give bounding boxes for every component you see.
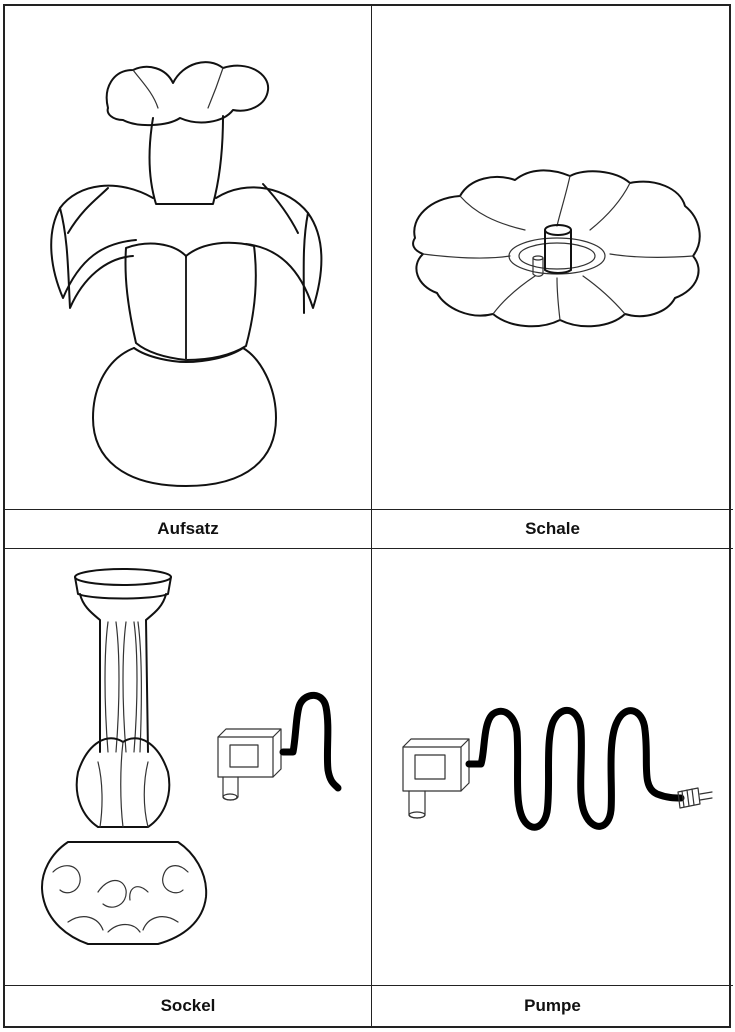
aufsatz-image-cell [5,6,372,510]
bowl-icon [375,8,730,508]
schale-label: Schale [372,510,733,549]
sockel-label: Sockel [5,986,372,1026]
pumpe-label: Pumpe [372,986,733,1026]
schale-image-cell [372,6,733,510]
pump-icon [375,552,730,982]
fountain-top-icon [8,8,368,508]
parts-table: Aufsatz Schale [3,4,731,1028]
pumpe-image-cell [372,549,733,986]
pedestal-icon [8,552,368,982]
aufsatz-label: Aufsatz [5,510,372,549]
sockel-image-cell [5,549,372,986]
